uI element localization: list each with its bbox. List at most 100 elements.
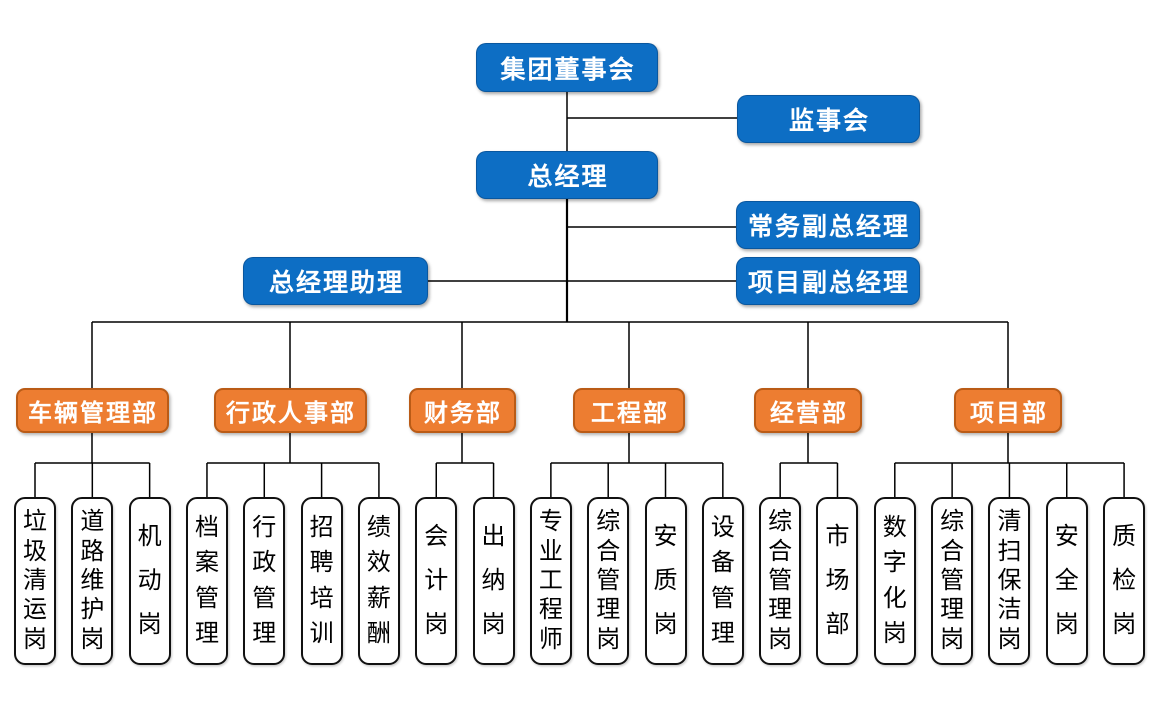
position-char: 综: [768, 508, 793, 536]
position-char: 理: [768, 596, 793, 624]
position-char: 综: [940, 508, 965, 536]
position-char: 岗: [1054, 611, 1079, 638]
org-node-gm-assistant: 总经理助理: [243, 257, 428, 305]
position-char: 档: [194, 514, 219, 542]
position-char: 聘: [309, 549, 334, 577]
position-char: 岗: [940, 625, 965, 653]
org-position-finance-0: 会计岗: [415, 497, 458, 665]
position-char: 市: [825, 523, 850, 550]
org-node-gm: 总经理: [476, 151, 658, 199]
position-char: 绩: [366, 514, 391, 542]
position-char: 护: [80, 596, 105, 624]
position-char: 合: [596, 537, 621, 565]
position-char: 岗: [1112, 611, 1137, 638]
position-char: 合: [940, 537, 965, 565]
position-char: 训: [309, 619, 334, 647]
position-char: 场: [825, 567, 850, 594]
position-char: 招: [309, 514, 334, 542]
org-position-project-2: 清扫保洁岗: [988, 497, 1031, 665]
org-position-finance-1: 出纳岗: [472, 497, 515, 665]
position-char: 岗: [596, 625, 621, 653]
org-position-engineering-3: 设备管理: [701, 497, 744, 665]
position-char: 部: [825, 611, 850, 638]
position-char: 岗: [137, 611, 162, 638]
position-char: 动: [137, 567, 162, 594]
position-char: 设: [710, 514, 735, 542]
position-char: 质: [1112, 523, 1137, 550]
position-char: 维: [80, 566, 105, 594]
position-char: 检: [1112, 567, 1137, 594]
position-char: 运: [23, 596, 47, 624]
position-char: 会: [424, 523, 449, 550]
position-char: 保: [997, 566, 1022, 594]
org-node-dept-operations: 经营部: [754, 388, 862, 433]
position-char: 管: [710, 584, 735, 612]
org-position-engineering-2: 安质岗: [644, 497, 687, 665]
org-position-project-0: 数字化岗: [873, 497, 916, 665]
position-char: 洁: [997, 596, 1022, 624]
position-char: 备: [710, 549, 735, 577]
org-node-dept-engineering: 工程部: [573, 388, 685, 433]
org-position-hr-3: 绩效薪酬: [357, 497, 400, 665]
position-char: 师: [538, 625, 563, 653]
position-char: 质: [653, 567, 678, 594]
position-char: 岗: [653, 611, 678, 638]
org-node-dept-project: 项目部: [954, 388, 1062, 433]
org-position-hr-0: 档案管理: [185, 497, 228, 665]
position-char: 理: [710, 619, 735, 647]
position-char: 清: [23, 566, 47, 594]
position-char: 理: [596, 596, 621, 624]
org-node-board: 集团董事会: [476, 43, 658, 92]
position-char: 培: [309, 584, 334, 612]
position-char: 道: [80, 508, 105, 536]
position-char: 路: [80, 537, 105, 565]
position-char: 专: [538, 508, 563, 536]
org-node-deputy-project: 项目副总经理: [736, 257, 920, 305]
position-char: 圾: [23, 537, 47, 565]
position-char: 清: [997, 508, 1022, 536]
org-position-engineering-1: 综合管理岗: [587, 497, 630, 665]
position-char: 管: [596, 566, 621, 594]
position-char: 理: [940, 596, 965, 624]
position-char: 案: [194, 549, 219, 577]
position-char: 行: [252, 514, 277, 542]
org-position-project-1: 综合管理岗: [931, 497, 974, 665]
position-char: 岗: [768, 625, 793, 653]
org-position-operations-1: 市场部: [816, 497, 859, 665]
position-char: 管: [940, 566, 965, 594]
position-char: 管: [194, 584, 219, 612]
position-char: 效: [366, 549, 391, 577]
org-node-dept-vehicle: 车辆管理部: [15, 388, 169, 433]
position-char: 安: [1054, 523, 1079, 550]
position-char: 程: [538, 596, 563, 624]
position-char: 岗: [80, 625, 105, 653]
org-node-supervisory: 监事会: [737, 95, 920, 143]
org-position-vehicle-0: 垃圾清运岗: [14, 497, 56, 665]
position-char: 字: [882, 549, 907, 577]
org-position-hr-2: 招聘培训: [300, 497, 343, 665]
position-char: 纳: [481, 567, 506, 594]
position-char: 理: [252, 619, 277, 647]
org-node-dept-hr: 行政人事部: [213, 388, 367, 433]
position-char: 安: [653, 523, 678, 550]
position-char: 业: [538, 537, 563, 565]
position-char: 政: [252, 549, 277, 577]
position-char: 岗: [23, 625, 47, 653]
position-char: 岗: [424, 611, 449, 638]
position-char: 酬: [366, 619, 391, 647]
org-position-operations-0: 综合管理岗: [759, 497, 802, 665]
position-char: 综: [596, 508, 621, 536]
org-position-project-3: 安全岗: [1045, 497, 1088, 665]
org-position-vehicle-1: 道路维护岗: [71, 497, 114, 665]
org-position-hr-1: 行政管理: [243, 497, 286, 665]
position-char: 全: [1054, 567, 1079, 594]
org-node-deputy-exec: 常务副总经理: [736, 201, 920, 249]
org-node-dept-finance: 财务部: [408, 388, 516, 433]
position-char: 机: [137, 523, 162, 550]
position-char: 理: [194, 619, 219, 647]
position-char: 垃: [23, 508, 47, 536]
org-position-project-4: 质检岗: [1103, 497, 1146, 665]
position-char: 薪: [366, 584, 391, 612]
position-char: 岗: [882, 619, 907, 647]
